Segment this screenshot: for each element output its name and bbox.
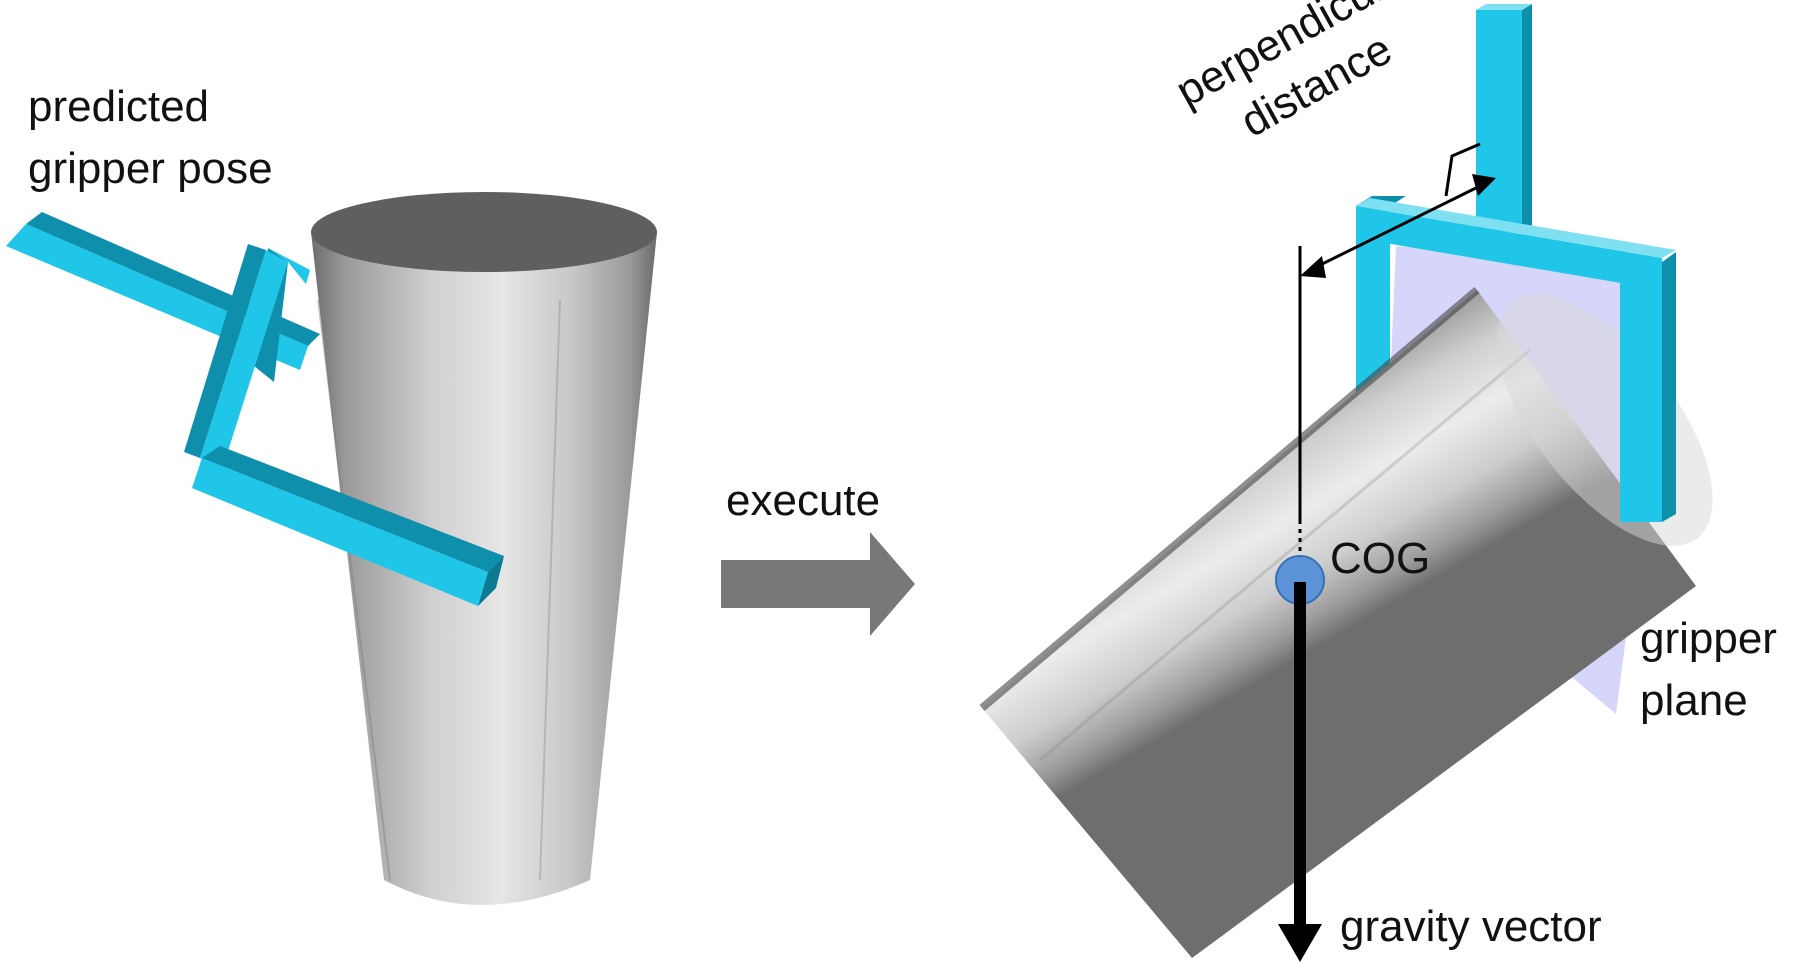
predicted-line-2: gripper pose: [28, 144, 273, 193]
perpendicular-distance-marker: [1298, 142, 1496, 574]
gripper-plane-line-1: gripper: [1640, 614, 1777, 663]
gripper-plane-line-2: plane: [1640, 676, 1748, 725]
predicted-gripper-pose-label: predicted gripper pose: [28, 76, 273, 200]
cylinder-top: [311, 192, 657, 272]
down-arrow-icon: [1278, 582, 1322, 962]
cog-label: COG: [1330, 534, 1431, 583]
gravity-vector-label: gravity vector: [1340, 902, 1602, 951]
right-gripper: [1356, 4, 1676, 522]
predicted-line-1: predicted: [28, 82, 210, 131]
gripper-plane-label: gripper plane: [1640, 608, 1777, 732]
execute-label: execute: [726, 476, 881, 525]
right-arrow-icon: [721, 532, 915, 636]
left-gripper: [6, 212, 504, 606]
